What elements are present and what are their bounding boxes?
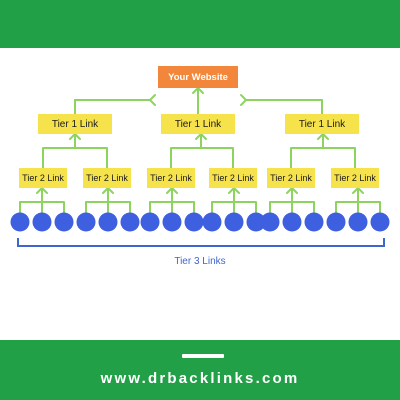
tier3-node-circle <box>54 212 74 232</box>
tier3-node-circle <box>282 212 302 232</box>
tier3-node-circle <box>304 212 324 232</box>
tier3-bracket <box>17 238 385 247</box>
tier1-node: Tier 1 Link <box>38 114 112 134</box>
tier1-node: Tier 1 Link <box>161 114 235 134</box>
tier3-node-circle <box>260 212 280 232</box>
tier3-node-circle <box>32 212 52 232</box>
bottom-green-band <box>0 340 400 400</box>
top-green-band <box>0 0 400 48</box>
tier2-node: Tier 2 Link <box>209 168 257 188</box>
tier2-node: Tier 2 Link <box>19 168 67 188</box>
tier3-node-circle <box>76 212 96 232</box>
tier2-node: Tier 2 Link <box>331 168 379 188</box>
tier1-node: Tier 1 Link <box>285 114 359 134</box>
tier2-node: Tier 2 Link <box>267 168 315 188</box>
tier3-node-circle <box>326 212 346 232</box>
tier3-node-circle <box>120 212 140 232</box>
tier3-label: Tier 3 Links <box>174 256 226 267</box>
tier3-node-circle <box>184 212 204 232</box>
tier3-node-circle <box>246 212 266 232</box>
tier3-node-circle <box>224 212 244 232</box>
tier3-node-circle <box>10 212 30 232</box>
tier3-node-circle <box>98 212 118 232</box>
tier3-node-circle <box>162 212 182 232</box>
tier2-node: Tier 2 Link <box>83 168 131 188</box>
tier3-node-circle <box>202 212 222 232</box>
tier3-node-circle <box>348 212 368 232</box>
tier3-node-circle <box>140 212 160 232</box>
tier3-nodes <box>10 212 390 232</box>
connector-lines <box>19 87 381 215</box>
arrow-heads <box>36 87 364 194</box>
footer-divider-bar <box>182 354 224 358</box>
root-node-your-website: Your Website <box>158 66 238 88</box>
tier3-node-circle <box>370 212 390 232</box>
tier2-node: Tier 2 Link <box>147 168 195 188</box>
site-url-text: www.drbacklinks.com <box>100 370 300 387</box>
